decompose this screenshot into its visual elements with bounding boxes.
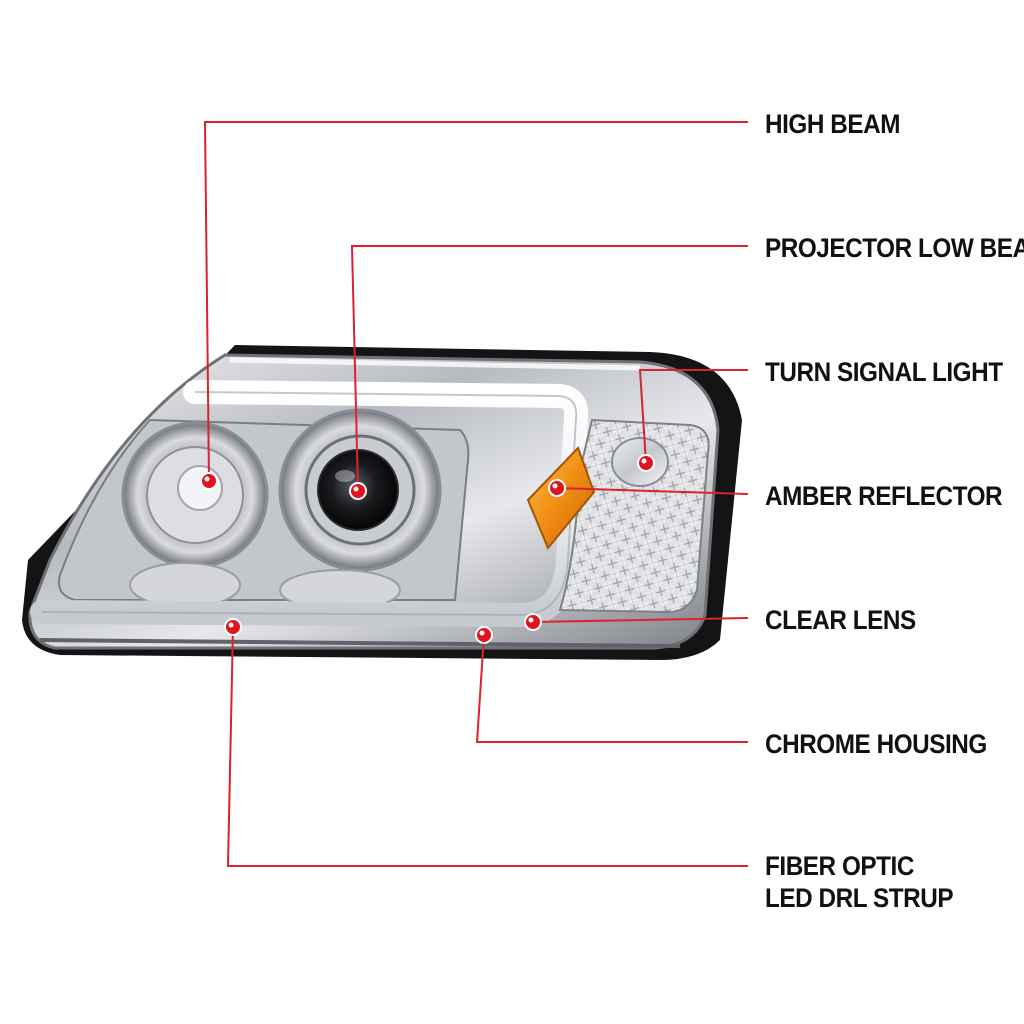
clear-lens-label-line: CLEAR LENS (765, 605, 916, 635)
chrome-housing-label-line: CHROME HOUSING (765, 729, 987, 759)
turn-signal-light-dot-highlight (641, 458, 647, 464)
clear-lens-leader-line (532, 617, 749, 623)
clear-lens-dot-highlight (528, 617, 534, 623)
fiber-optic-led-drl-strup-leader-line (226, 626, 748, 867)
amber-reflector-label-line: AMBER REFLECTOR (765, 481, 1003, 511)
high-beam-label: HIGH BEAM (765, 108, 900, 140)
clear-lens-dot (524, 613, 542, 631)
amber-reflector-dot-highlight (552, 483, 558, 489)
high-beam-dot (200, 472, 218, 490)
projector-low-beam-dot (349, 482, 367, 500)
projector-low-beam-label: PROJECTOR LOW BEAM (765, 232, 1024, 264)
turn-signal-light-dot (637, 454, 655, 472)
fiber-optic-led-drl-strup-dot (224, 618, 242, 636)
amber-reflector-leader-line (556, 487, 749, 495)
amber-reflector-label: AMBER REFLECTOR (765, 480, 1003, 512)
chrome-housing-leader-line (475, 634, 748, 743)
turn-signal-light-label-line: TURN SIGNAL LIGHT (765, 357, 1003, 387)
turn-signal-section (558, 418, 710, 614)
high-beam-label-line: HIGH BEAM (765, 109, 900, 139)
fiber-optic-led-drl-strup-label-line: LED DRL STRUP (765, 883, 954, 913)
high-beam-leader-line (203, 121, 748, 482)
high-beam-dot-highlight (204, 476, 210, 482)
projector-low-beam-label-line: PROJECTOR LOW BEAM (765, 233, 1024, 263)
clear-lens-label: CLEAR LENS (765, 604, 916, 636)
fiber-optic-led-drl-strup-dot-highlight (228, 622, 234, 628)
chrome-housing-label: CHROME HOUSING (765, 728, 987, 760)
callout-leaders (200, 121, 749, 867)
chrome-housing-dot (475, 626, 493, 644)
turn-signal-light-label: TURN SIGNAL LIGHT (765, 356, 1003, 388)
fiber-optic-led-drl-strup-label-line: FIBER OPTIC (765, 851, 914, 881)
amber-reflector-dot (548, 479, 566, 497)
chrome-housing-dot-highlight (479, 630, 485, 636)
amber-reflector (526, 446, 596, 550)
projector-low-beam-leader-line (350, 245, 748, 492)
projector-low-beam-dot-highlight (353, 486, 359, 492)
turn-signal-light-leader-line (638, 369, 748, 464)
